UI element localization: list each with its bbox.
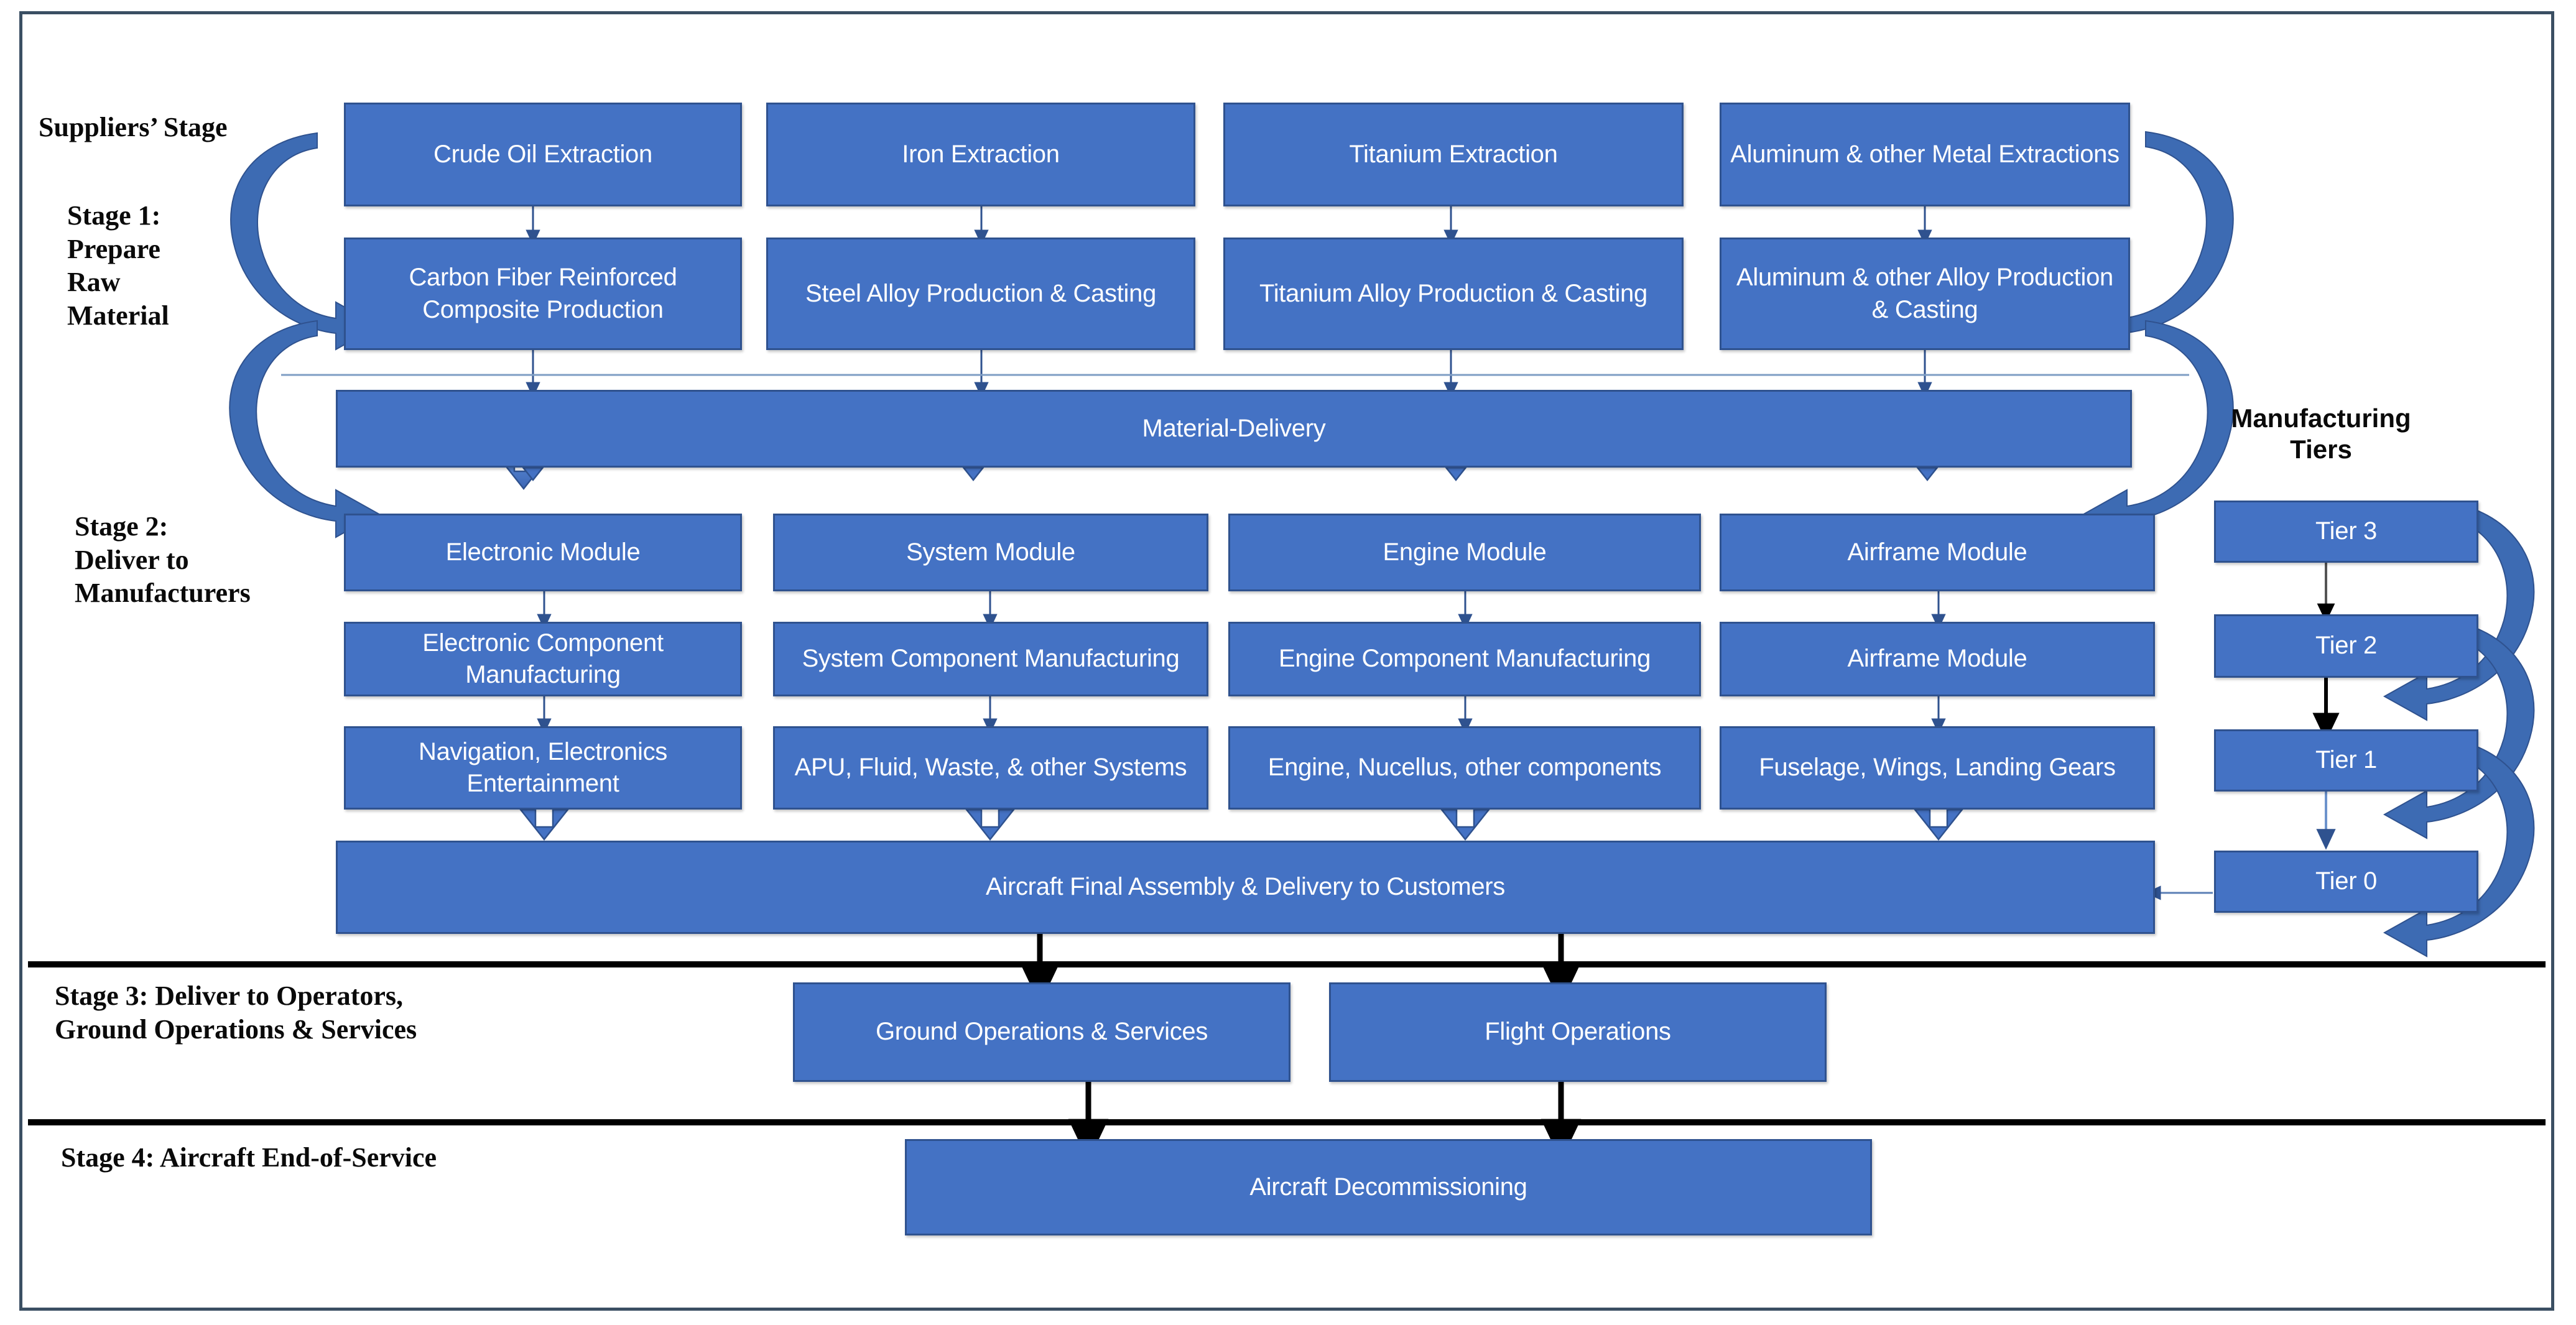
box-crude-oil-extraction[interactable]: Crude Oil Extraction bbox=[344, 103, 742, 206]
box-airframe-module-2[interactable]: Airframe Module bbox=[1720, 622, 2155, 696]
stage4-divider bbox=[28, 1119, 2546, 1125]
box-apu-fluid-waste-systems[interactable]: APU, Fluid, Waste, & other Systems bbox=[773, 726, 1208, 810]
label-suppliers-stage: Suppliers’ Stage bbox=[39, 112, 228, 142]
box-iron-extraction[interactable]: Iron Extraction bbox=[766, 103, 1195, 206]
box-tier-3[interactable]: Tier 3 bbox=[2214, 501, 2478, 563]
box-material-delivery[interactable]: Material-Delivery bbox=[336, 390, 2132, 468]
label-manufacturing-tiers: Manufacturing Tiers bbox=[2231, 404, 2411, 464]
label-stage-4: Stage 4: Aircraft End-of-Service bbox=[61, 1142, 437, 1173]
box-system-component-manufacturing[interactable]: System Component Manufacturing bbox=[773, 622, 1208, 696]
box-electronic-module[interactable]: Electronic Module bbox=[344, 514, 742, 591]
box-engine-component-manufacturing[interactable]: Engine Component Manufacturing bbox=[1228, 622, 1701, 696]
box-tier-2[interactable]: Tier 2 bbox=[2214, 614, 2478, 678]
box-electronic-component-manufacturing[interactable]: Electronic Component Manufacturing bbox=[344, 622, 742, 696]
box-navigation-electronics-entertainment[interactable]: Navigation, Electronics Entertainment bbox=[344, 726, 742, 810]
box-fuselage-wings-landing-gears[interactable]: Fuselage, Wings, Landing Gears bbox=[1720, 726, 2155, 810]
box-aircraft-final-assembly[interactable]: Aircraft Final Assembly & Delivery to Cu… bbox=[336, 841, 2155, 934]
box-aluminum-metal-extractions[interactable]: Aluminum & other Metal Extractions bbox=[1720, 103, 2130, 206]
box-engine-nucellus-components[interactable]: Engine, Nucellus, other components bbox=[1228, 726, 1701, 810]
box-airframe-module[interactable]: Airframe Module bbox=[1720, 514, 2155, 591]
box-titanium-extraction[interactable]: Titanium Extraction bbox=[1223, 103, 1684, 206]
stage3-divider bbox=[28, 961, 2546, 967]
box-aircraft-decommissioning[interactable]: Aircraft Decommissioning bbox=[905, 1139, 1872, 1235]
box-tier-1[interactable]: Tier 1 bbox=[2214, 729, 2478, 792]
label-stage-3: Stage 3: Deliver to Operators, Ground Op… bbox=[55, 981, 417, 1045]
box-ground-operations-services[interactable]: Ground Operations & Services bbox=[793, 982, 1290, 1082]
box-steel-alloy-production[interactable]: Steel Alloy Production & Casting bbox=[766, 238, 1195, 350]
box-carbon-fiber-composite-production[interactable]: Carbon Fiber Reinforced Composite Produc… bbox=[344, 238, 742, 350]
box-flight-operations[interactable]: Flight Operations bbox=[1329, 982, 1827, 1082]
box-aluminum-alloy-production[interactable]: Aluminum & other Alloy Production & Cast… bbox=[1720, 238, 2130, 350]
label-stage-2: Stage 2: Deliver to Manufacturers bbox=[75, 511, 251, 609]
box-engine-module[interactable]: Engine Module bbox=[1228, 514, 1701, 591]
label-stage-1: Stage 1: Prepare Raw Material bbox=[67, 200, 169, 331]
box-tier-0[interactable]: Tier 0 bbox=[2214, 851, 2478, 913]
box-system-module[interactable]: System Module bbox=[773, 514, 1208, 591]
box-titanium-alloy-production[interactable]: Titanium Alloy Production & Casting bbox=[1223, 238, 1684, 350]
